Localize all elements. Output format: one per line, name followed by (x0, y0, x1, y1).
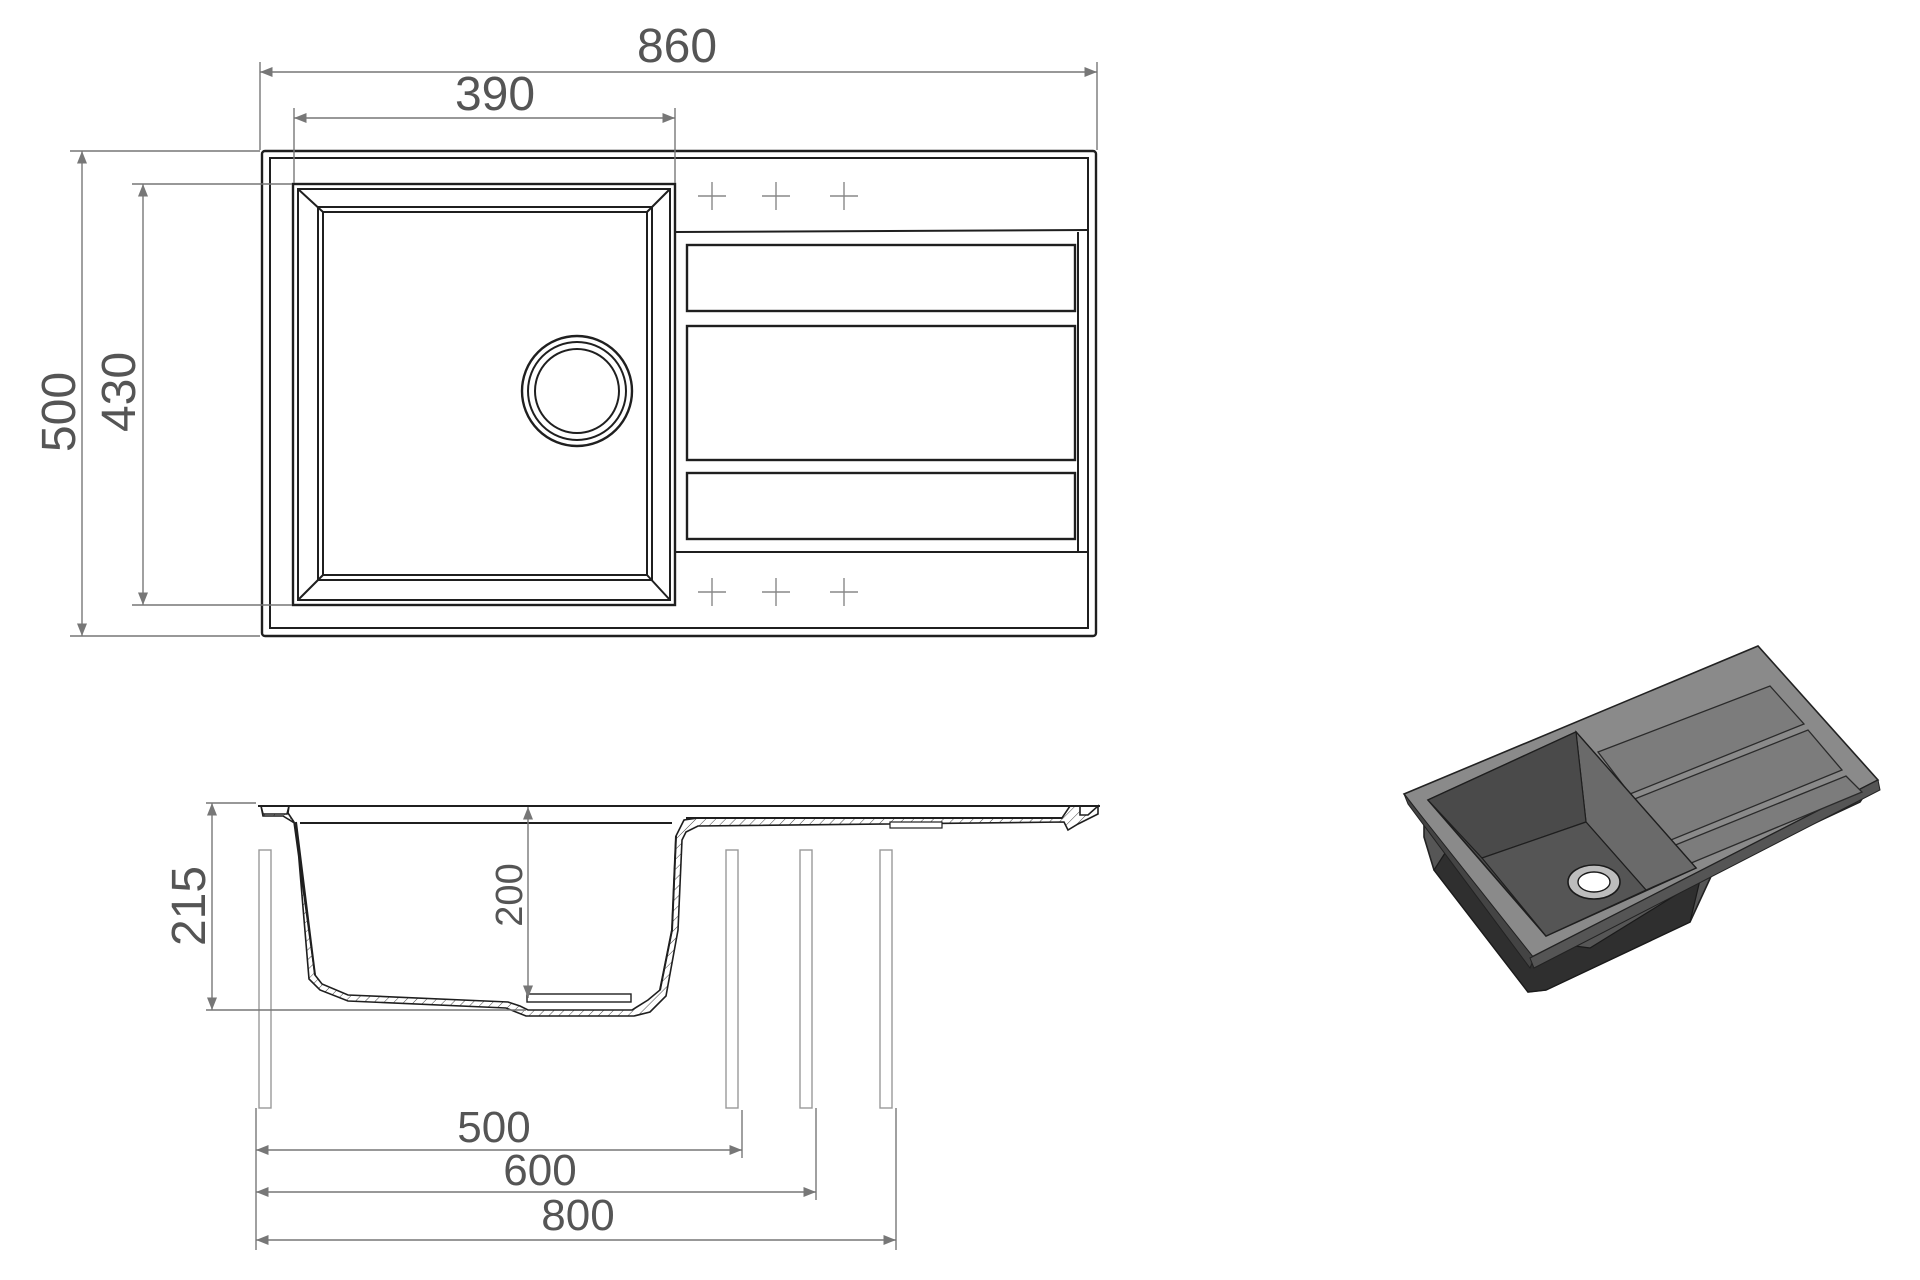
tap-marker (762, 578, 790, 606)
cabinet-800-label: 800 (541, 1191, 614, 1240)
dimension-overall-height: 215 (163, 802, 526, 1011)
dimension-overall-width: 860 (259, 20, 1098, 150)
top-view: 860 390 500 430 (33, 20, 1098, 638)
bowl-top (291, 182, 677, 607)
tap-marker (762, 182, 790, 210)
section-profile (260, 804, 1099, 1017)
tap-marker (698, 578, 726, 606)
dimension-overall-depth: 500 (33, 150, 260, 637)
dimension-bowl-depth: 430 (93, 183, 292, 606)
sink-outline (260, 149, 1098, 638)
overflow-slot (889, 821, 943, 829)
bowl-inner-wall (295, 821, 677, 991)
overall-depth-label: 500 (33, 372, 86, 452)
render-drain (1567, 864, 1621, 900)
dimension-cabinet-600: 600 (255, 1108, 817, 1200)
side-section-view: 215 200 500 600 800 (163, 802, 1100, 1250)
dimension-cabinet-500: 500 (255, 1103, 743, 1158)
drainboard (674, 229, 1089, 553)
bowl-width-label: 390 (455, 68, 535, 121)
dimension-cabinet-800: 800 (255, 1108, 897, 1250)
cabinet-wall (258, 849, 272, 1109)
drain-hole (520, 334, 634, 448)
tap-marker (830, 182, 858, 210)
cabinet-600-label: 600 (503, 1146, 576, 1195)
dimension-bowl-inner-depth: 200 (489, 807, 534, 998)
cabinet-wall (799, 849, 813, 1109)
sink-inner-rim (269, 157, 1089, 629)
bowl-inner-depth-label: 200 (489, 863, 531, 926)
tap-hole-markers (698, 182, 858, 606)
bowl-depth-label: 430 (93, 352, 146, 432)
dimension-bowl-width: 390 (293, 68, 676, 183)
drainboard-groove-top (685, 243, 1077, 313)
cabinet-walls (258, 849, 893, 1109)
drain-section (526, 993, 632, 1003)
cabinet-500-label: 500 (457, 1103, 530, 1152)
drainboard-groove-bottom (685, 471, 1077, 541)
cabinet-wall (725, 849, 739, 1109)
tap-marker (830, 578, 858, 606)
overall-height-label: 215 (163, 866, 216, 946)
overall-width-label: 860 (637, 20, 717, 73)
cabinet-wall (879, 849, 893, 1109)
sink-3d-render-icon (1402, 645, 1881, 993)
tap-marker (698, 182, 726, 210)
drainboard-groove-middle (685, 324, 1077, 462)
